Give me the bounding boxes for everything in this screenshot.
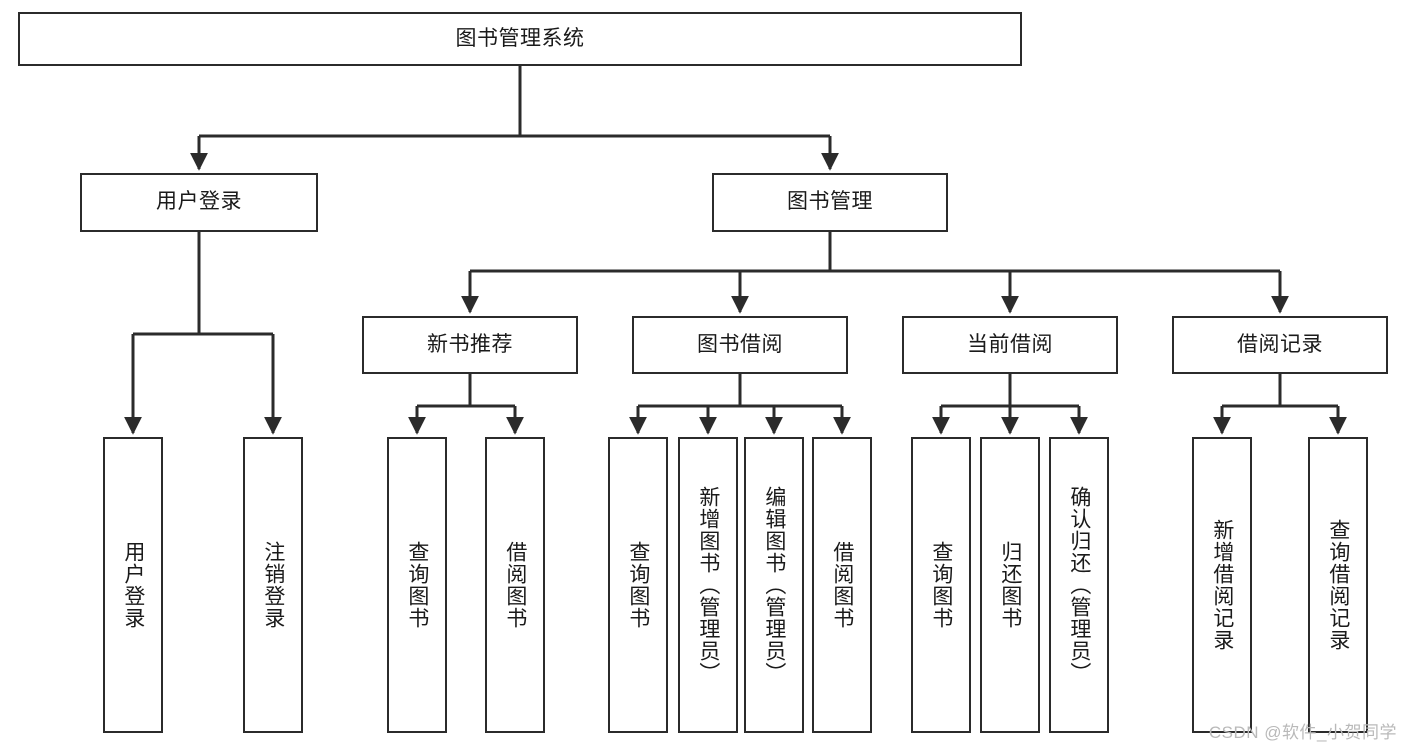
node-label: 新增借阅记录 [1210,519,1234,651]
node-leaf-query-books-borrow[interactable]: 查询图书 [608,437,668,733]
node-leaf-borrow-books[interactable]: 借阅图书 [812,437,872,733]
node-label: 确认归还（管理员） [1067,486,1091,684]
node-book-management[interactable]: 图书管理 [712,173,948,232]
node-label: 当前借阅 [967,332,1053,356]
node-borrowing-records[interactable]: 借阅记录 [1172,316,1388,374]
node-leaf-add-borrow-record[interactable]: 新增借阅记录 [1192,437,1252,733]
node-label: 新增图书（管理员） [696,486,720,684]
node-leaf-user-login[interactable]: 用户登录 [103,437,163,733]
node-leaf-edit-book-admin[interactable]: 编辑图书（管理员） [744,437,804,733]
node-label: 图书管理 [787,190,873,214]
node-leaf-query-borrow-record[interactable]: 查询借阅记录 [1308,437,1368,733]
node-label: 查询图书 [405,541,429,629]
node-label: 查询图书 [929,541,953,629]
node-label: 图书借阅 [697,332,783,356]
node-label: 借阅记录 [1237,332,1323,356]
node-book-borrowing[interactable]: 图书借阅 [632,316,848,374]
node-user-login[interactable]: 用户登录 [80,173,318,232]
node-label: 借阅图书 [830,541,854,629]
node-label: 查询图书 [626,541,650,629]
node-current-borrowing[interactable]: 当前借阅 [902,316,1118,374]
node-leaf-query-books-current[interactable]: 查询图书 [911,437,971,733]
node-root-book-management-system[interactable]: 图书管理系统 [18,12,1022,66]
node-leaf-query-books-new[interactable]: 查询图书 [387,437,447,733]
node-leaf-borrow-books-new[interactable]: 借阅图书 [485,437,545,733]
node-label: 查询借阅记录 [1326,519,1350,651]
node-new-book-recommendation[interactable]: 新书推荐 [362,316,578,374]
watermark-text: CSDN @软件_小贺同学 [1208,723,1397,742]
node-label: 归还图书 [998,541,1022,629]
node-label: 新书推荐 [427,332,513,356]
node-label: 用户登录 [121,541,145,629]
node-leaf-logout[interactable]: 注销登录 [243,437,303,733]
node-label: 图书管理系统 [455,26,585,50]
node-leaf-return-books[interactable]: 归还图书 [980,437,1040,733]
node-label: 编辑图书（管理员） [762,486,786,684]
node-leaf-confirm-return-admin[interactable]: 确认归还（管理员） [1049,437,1109,733]
node-leaf-add-book-admin[interactable]: 新增图书（管理员） [678,437,738,733]
node-label: 用户登录 [156,190,242,214]
node-label: 注销登录 [261,541,285,629]
node-label: 借阅图书 [503,541,527,629]
